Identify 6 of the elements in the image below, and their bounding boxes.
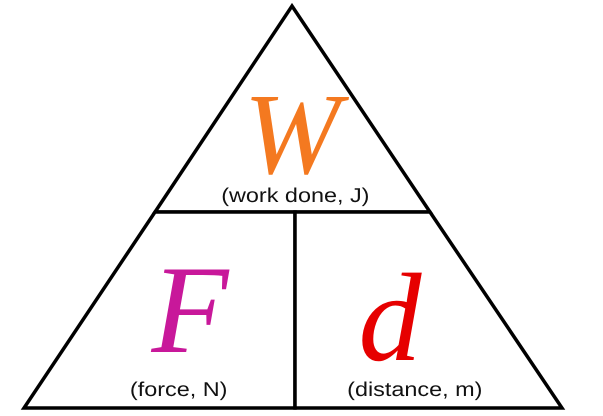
variable-letter: d	[358, 266, 422, 370]
quantity-label: (force, N)	[129, 379, 227, 401]
quantity-label: (work done, J)	[220, 185, 369, 207]
variable-letter: W	[238, 88, 350, 184]
quantity-label: (distance, m)	[347, 379, 482, 401]
variable-letter: F	[150, 258, 230, 362]
